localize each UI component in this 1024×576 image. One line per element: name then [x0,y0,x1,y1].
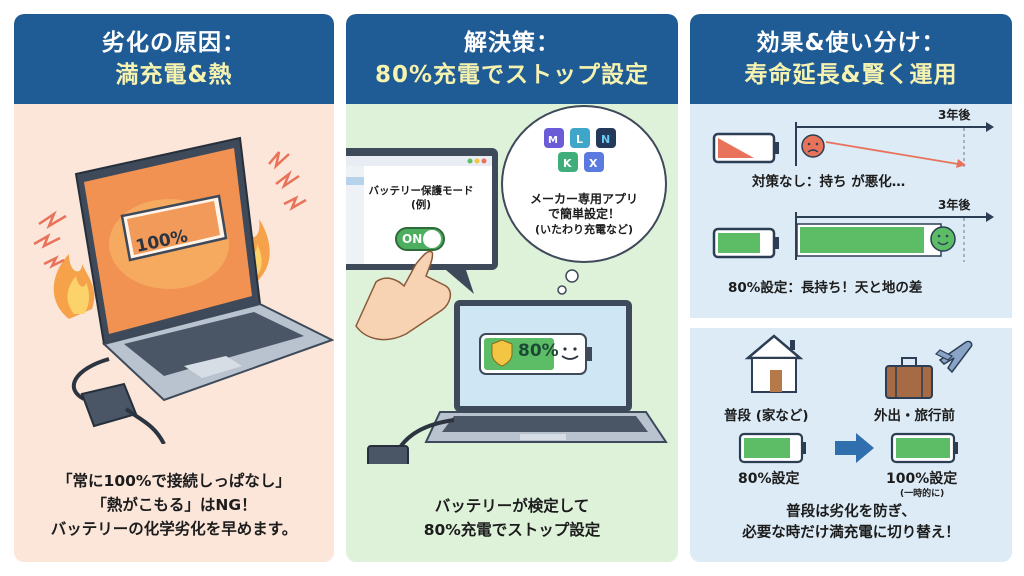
time-label-3years-good: 3年後 [938,198,971,212]
smile-face-icon [561,355,579,360]
home-label: 普段 (家など) [724,408,809,424]
panel-effect-subtitle: 寿命延長&賢く運用 [744,62,958,88]
travel-label: 外出・旅行前 [874,408,955,424]
bubble-line-2: で簡単設定！ [547,207,620,221]
travel-setting: 100%設定 [886,471,958,487]
comparison-chart [712,122,994,262]
solution-line-1: バッテリーが検定して [434,497,590,515]
battery-80-label: 80% [518,341,559,361]
panel-solution: 解決策： 80%充電でストップ設定 [346,14,678,562]
house-icon [744,334,804,393]
summary-line-2: 必要な時だけ満充電に切り替え！ [742,525,960,541]
usage-guide: 普段 (家など) 外出・旅行前 80%設定 100%設定 (一時的に) 普段は劣… [690,328,1012,562]
svg-text:L: L [576,133,583,146]
lifespan-comparison: 3年後 対策なし：持ち が悪化… 3年後 80%設定：長持ち！天と地の差 [690,104,1012,318]
bubble-line-1: メーカー専用アプリ [529,192,638,206]
no-measure-caption: 対策なし：持ち が悪化… [752,174,906,190]
svg-text:N: N [601,133,610,146]
app-icon-m [544,128,564,148]
app-icon-person [558,152,578,172]
panel-cause-body: 「常に100%で接続しっぱなし」 「熱がこもる」はNG！ バッテリーの化学劣化を… [14,469,334,541]
time-label-3years-bad: 3年後 [938,108,971,122]
pointing-hand-icon [355,250,452,341]
shield-icon [491,339,513,367]
solution-line-2: 80%充電でストップ設定 [423,521,601,539]
happy-face-icon [930,226,956,252]
with-80-caption: 80%設定：長持ち！天と地の差 [728,280,923,296]
airplane-icon [934,340,973,374]
battery-full-icon: 100% [120,194,228,262]
panel-solution-subtitle: 80%充電でストップ設定 [374,62,650,88]
cause-line-1: 「常に100%で接続しっぱなし」 [57,472,291,490]
panel-effect: 効果&使い分け： 寿命延長&賢く運用 [690,14,1012,562]
protection-mode-toggle[interactable] [395,227,445,251]
travel-note: (一時的に) [900,489,945,499]
suitcase-icon [885,357,933,399]
panel-cause-header: 劣化の原因： 満充電&熱 [14,14,334,104]
cause-line-2: 「熱がこもる」はNG！ [91,496,257,514]
protected-laptop [367,300,668,464]
home-setting: 80%設定 [738,471,800,487]
solution-illustration: M L N K X [346,105,668,464]
usage-summary: 普段は劣化を防ぎ、 必要な時だけ満充電に切り替え！ [690,502,1012,544]
app-icon-l [570,128,590,148]
panel-cause: 劣化の原因： 満充電&熱 100% [14,14,334,562]
panel-solution-title: 解決策： [464,30,560,56]
thought-bubble: M L N K X [501,105,667,295]
panel-cause-title: 劣化の原因： [102,30,246,56]
app-icon-n [596,128,616,148]
arrow-right-icon [835,433,874,463]
panel-cause-subtitle: 満充電&熱 [115,62,233,88]
sad-face-icon [801,134,825,158]
panel-solution-header: 解決策： 80%充電でストップ設定 [346,14,678,104]
svg-text:X: X [589,157,598,170]
charger-adapter-icon [367,445,409,464]
lightning-icon [33,151,307,269]
toggle-on-label: ON [402,232,423,246]
example-note: (例) [410,199,432,211]
summary-line-1: 普段は劣化を防ぎ、 [786,504,916,520]
panel-effect-header: 効果&使い分け： 寿命延長&賢く運用 [690,14,1012,104]
settings-window [346,148,498,294]
battery-protection-mode-text: バッテリー保護モード [368,185,474,197]
bubble-text: メーカー専用アプリ で簡単設定！ (いたわり充電など) [504,192,664,237]
svg-text:K: K [563,157,572,170]
cause-line-3: バッテリーの化学劣化を早めます。 [50,520,298,538]
charger-adapter-icon [80,382,166,444]
panel-solution-body: バッテリーが検定して 80%充電でストップ設定 [346,494,678,542]
bubble-line-3: (いたわり充電など) [534,223,634,236]
longevity-bar [800,227,924,253]
usage-illustration [738,334,973,464]
svg-text:M: M [548,135,558,146]
settings-mode-label: バッテリー保護モード (例) [346,184,496,212]
app-icon-x [584,152,604,172]
panel-effect-title: 効果&使い分け： [756,30,946,56]
overheated-laptop-illustration: 100% [33,136,334,444]
